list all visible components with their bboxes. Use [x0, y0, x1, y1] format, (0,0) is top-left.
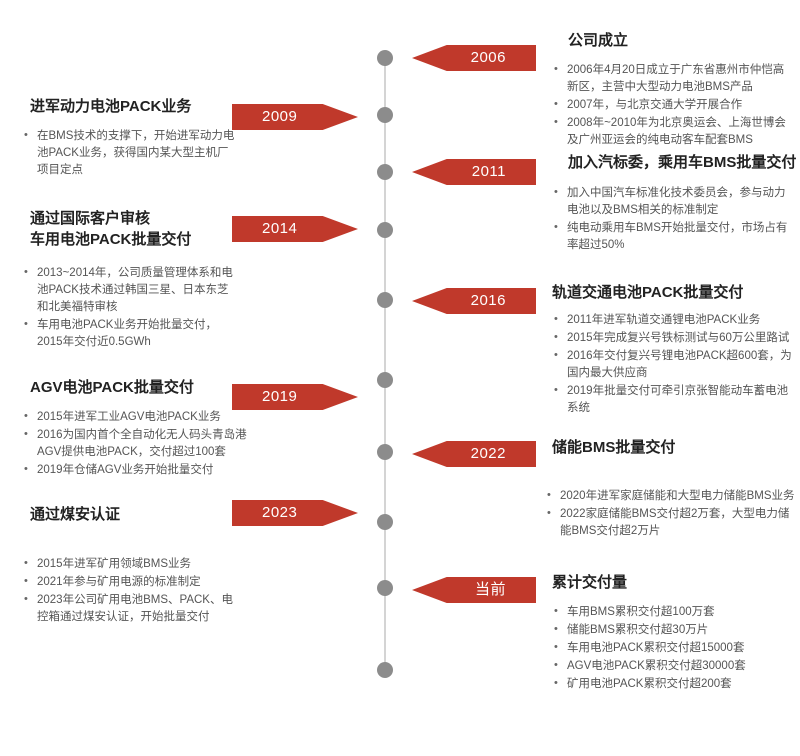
list-item: 2022家庭储能BMS交付超2万套，大型电力储能BMS交付超2万片 — [545, 505, 795, 540]
year-chip-2014[interactable]: 2014 — [232, 216, 358, 242]
year-chip-2023[interactable]: 2023 — [232, 500, 358, 526]
entry-bullets-2023: 2015年进军矿用领域BMS业务 2021年参与矿用电源的标准制定 2023年公… — [22, 555, 237, 627]
list-item: 2016年交付复兴号锂电池PACK超600套，为国内最大供应商 — [552, 347, 794, 382]
entry-title-2023: 通过煤安认证 — [30, 506, 121, 523]
list-item: 2007年，与北京交通大学开展合作 — [552, 96, 792, 114]
list-item: 2015年完成复兴号铁标测试与60万公里路试 — [552, 329, 794, 347]
list-item: 车用电池PACK业务开始批量交付，2015年交付近0.5GWh — [22, 316, 237, 351]
entry-bullets-2016: 2011年进军轨道交通锂电池PACK业务 2015年完成复兴号铁标测试与60万公… — [552, 311, 794, 418]
timeline-dot — [377, 292, 393, 308]
entry-bullets-current: 车用BMS累积交付超100万套 储能BMS累积交付超30万片 车用电池PACK累… — [552, 603, 797, 694]
list-item: 2019年批量交付可牵引京张智能动车蓄电池系统 — [552, 382, 794, 417]
list-item: 2021年参与矿用电源的标准制定 — [22, 573, 237, 591]
entry-title-2009: 进军动力电池PACK业务 — [30, 98, 192, 115]
list-item: 加入中国汽车标准化技术委员会，参与动力电池以及BMS相关的标准制定 — [552, 184, 792, 219]
entry-bullets-2009: 在BMS技术的支撑下，开始进军动力电池PACK业务，获得国内某大型主机厂项目定点 — [22, 127, 237, 180]
entry-title-2011: 加入汽标委，乘用车BMS批量交付 — [568, 154, 797, 171]
year-chip-2009[interactable]: 2009 — [232, 104, 358, 130]
list-item: 2006年4月20日成立于广东省惠州市仲恺高新区，主营中大型动力电池BMS产品 — [552, 61, 792, 96]
timeline-dot — [377, 372, 393, 388]
entry-bullets-2011: 加入中国汽车标准化技术委员会，参与动力电池以及BMS相关的标准制定 纯电动乘用车… — [552, 184, 792, 255]
timeline-dot — [377, 222, 393, 238]
timeline-dot — [377, 514, 393, 530]
list-item: AGV电池PACK累积交付超30000套 — [552, 657, 797, 675]
list-item: 2020年进军家庭储能和大型电力储能BMS业务 — [545, 487, 795, 505]
list-item: 2013~2014年，公司质量管理体系和电池PACK技术通过韩国三星、日本东芝和… — [22, 264, 237, 316]
list-item: 车用BMS累积交付超100万套 — [552, 603, 797, 621]
year-chip-2006[interactable]: 2006 — [412, 45, 536, 71]
timeline-dot — [377, 662, 393, 678]
list-item: 在BMS技术的支撑下，开始进军动力电池PACK业务，获得国内某大型主机厂项目定点 — [22, 127, 237, 179]
entry-title-2022: 储能BMS批量交付 — [552, 439, 676, 456]
list-item: 2008年~2010年为北京奥运会、上海世博会及广州亚运会的纯电动客车配套BMS — [552, 114, 792, 149]
timeline-axis — [384, 56, 386, 676]
list-item: 矿用电池PACK累积交付超200套 — [552, 675, 797, 693]
entry-bullets-2006: 2006年4月20日成立于广东省惠州市仲恺高新区，主营中大型动力电池BMS产品 … — [552, 61, 792, 150]
timeline-dot — [377, 164, 393, 180]
list-item: 2023年公司矿用电池BMS、PACK、电控箱通过煤安认证，开始批量交付 — [22, 591, 237, 626]
entry-title-2019: AGV电池PACK批量交付 — [30, 379, 194, 396]
timeline-dot — [377, 107, 393, 123]
timeline-dot — [377, 50, 393, 66]
entry-bullets-2019: 2015年进军工业AGV电池PACK业务 2016为国内首个全自动化无人码头青岛… — [22, 408, 247, 480]
entry-title-2016: 轨道交通电池PACK批量交付 — [552, 284, 744, 301]
entry-bullets-2022: 2020年进军家庭储能和大型电力储能BMS业务 2022家庭储能BMS交付超2万… — [545, 487, 795, 541]
year-chip-2011[interactable]: 2011 — [412, 159, 536, 185]
list-item: 2015年进军矿用领域BMS业务 — [22, 555, 237, 573]
entry-title-2014: 通过国际客户审核 车用电池PACK批量交付 — [30, 210, 192, 248]
list-item: 2016为国内首个全自动化无人码头青岛港AGV提供电池PACK，交付超过100套 — [22, 426, 247, 461]
year-chip-current[interactable]: 当前 — [412, 577, 536, 603]
year-chip-2016[interactable]: 2016 — [412, 288, 536, 314]
year-chip-2019[interactable]: 2019 — [232, 384, 358, 410]
list-item: 纯电动乘用车BMS开始批量交付，市场占有率超过50% — [552, 219, 792, 254]
list-item: 2011年进军轨道交通锂电池PACK业务 — [552, 311, 794, 329]
list-item: 2019年仓储AGV业务开始批量交付 — [22, 461, 247, 479]
list-item: 储能BMS累积交付超30万片 — [552, 621, 797, 639]
year-chip-2022[interactable]: 2022 — [412, 441, 536, 467]
entry-title-current: 累计交付量 — [552, 574, 628, 591]
timeline-dot — [377, 444, 393, 460]
entry-bullets-2014: 2013~2014年，公司质量管理体系和电池PACK技术通过韩国三星、日本东芝和… — [22, 264, 237, 352]
list-item: 2015年进军工业AGV电池PACK业务 — [22, 408, 247, 426]
list-item: 车用电池PACK累积交付超15000套 — [552, 639, 797, 657]
timeline-dot — [377, 580, 393, 596]
entry-title-2006: 公司成立 — [568, 32, 629, 49]
